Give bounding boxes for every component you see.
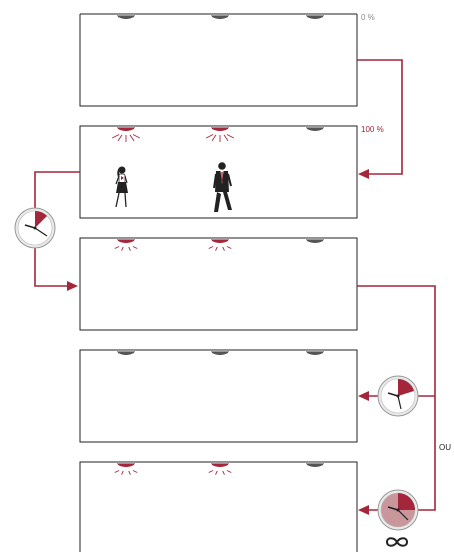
ceiling-lamp-icon — [306, 462, 324, 467]
arrow-room1-to-room2 — [357, 59, 403, 179]
room-3 — [79, 237, 358, 331]
or-label: OU — [439, 443, 451, 452]
ceiling-lamp-icon — [205, 126, 235, 142]
woman-walking-icon — [115, 166, 128, 208]
ceiling-lamp-icon — [306, 126, 324, 131]
level-off-label: 0 % — [361, 13, 375, 22]
ceiling-lamp-icon — [111, 126, 141, 142]
ceiling-lamp-icon — [117, 14, 135, 19]
timer-clock-icon — [377, 375, 419, 417]
room-4 — [79, 349, 358, 443]
ceiling-lamp-icon — [306, 14, 324, 19]
ceiling-lamp-icon — [208, 462, 232, 475]
ceiling-lamp-icon — [211, 350, 229, 355]
infinity-icon — [385, 537, 409, 547]
timer-clock-icon — [377, 489, 419, 531]
ceiling-lamp-icon — [114, 462, 138, 475]
ceiling-lamp-icon — [306, 238, 324, 243]
level-on-label: 100 % — [361, 125, 384, 134]
timer-clock-icon — [14, 207, 56, 249]
ceiling-lamp-icon — [306, 350, 324, 355]
room-5 — [79, 461, 358, 552]
ceiling-lamp-icon — [117, 350, 135, 355]
room-1 — [79, 13, 358, 107]
man-walking-icon — [213, 162, 232, 212]
ceiling-lamp-icon — [208, 238, 232, 251]
ceiling-lamp-icon — [211, 14, 229, 19]
ceiling-lamp-icon — [114, 238, 138, 251]
